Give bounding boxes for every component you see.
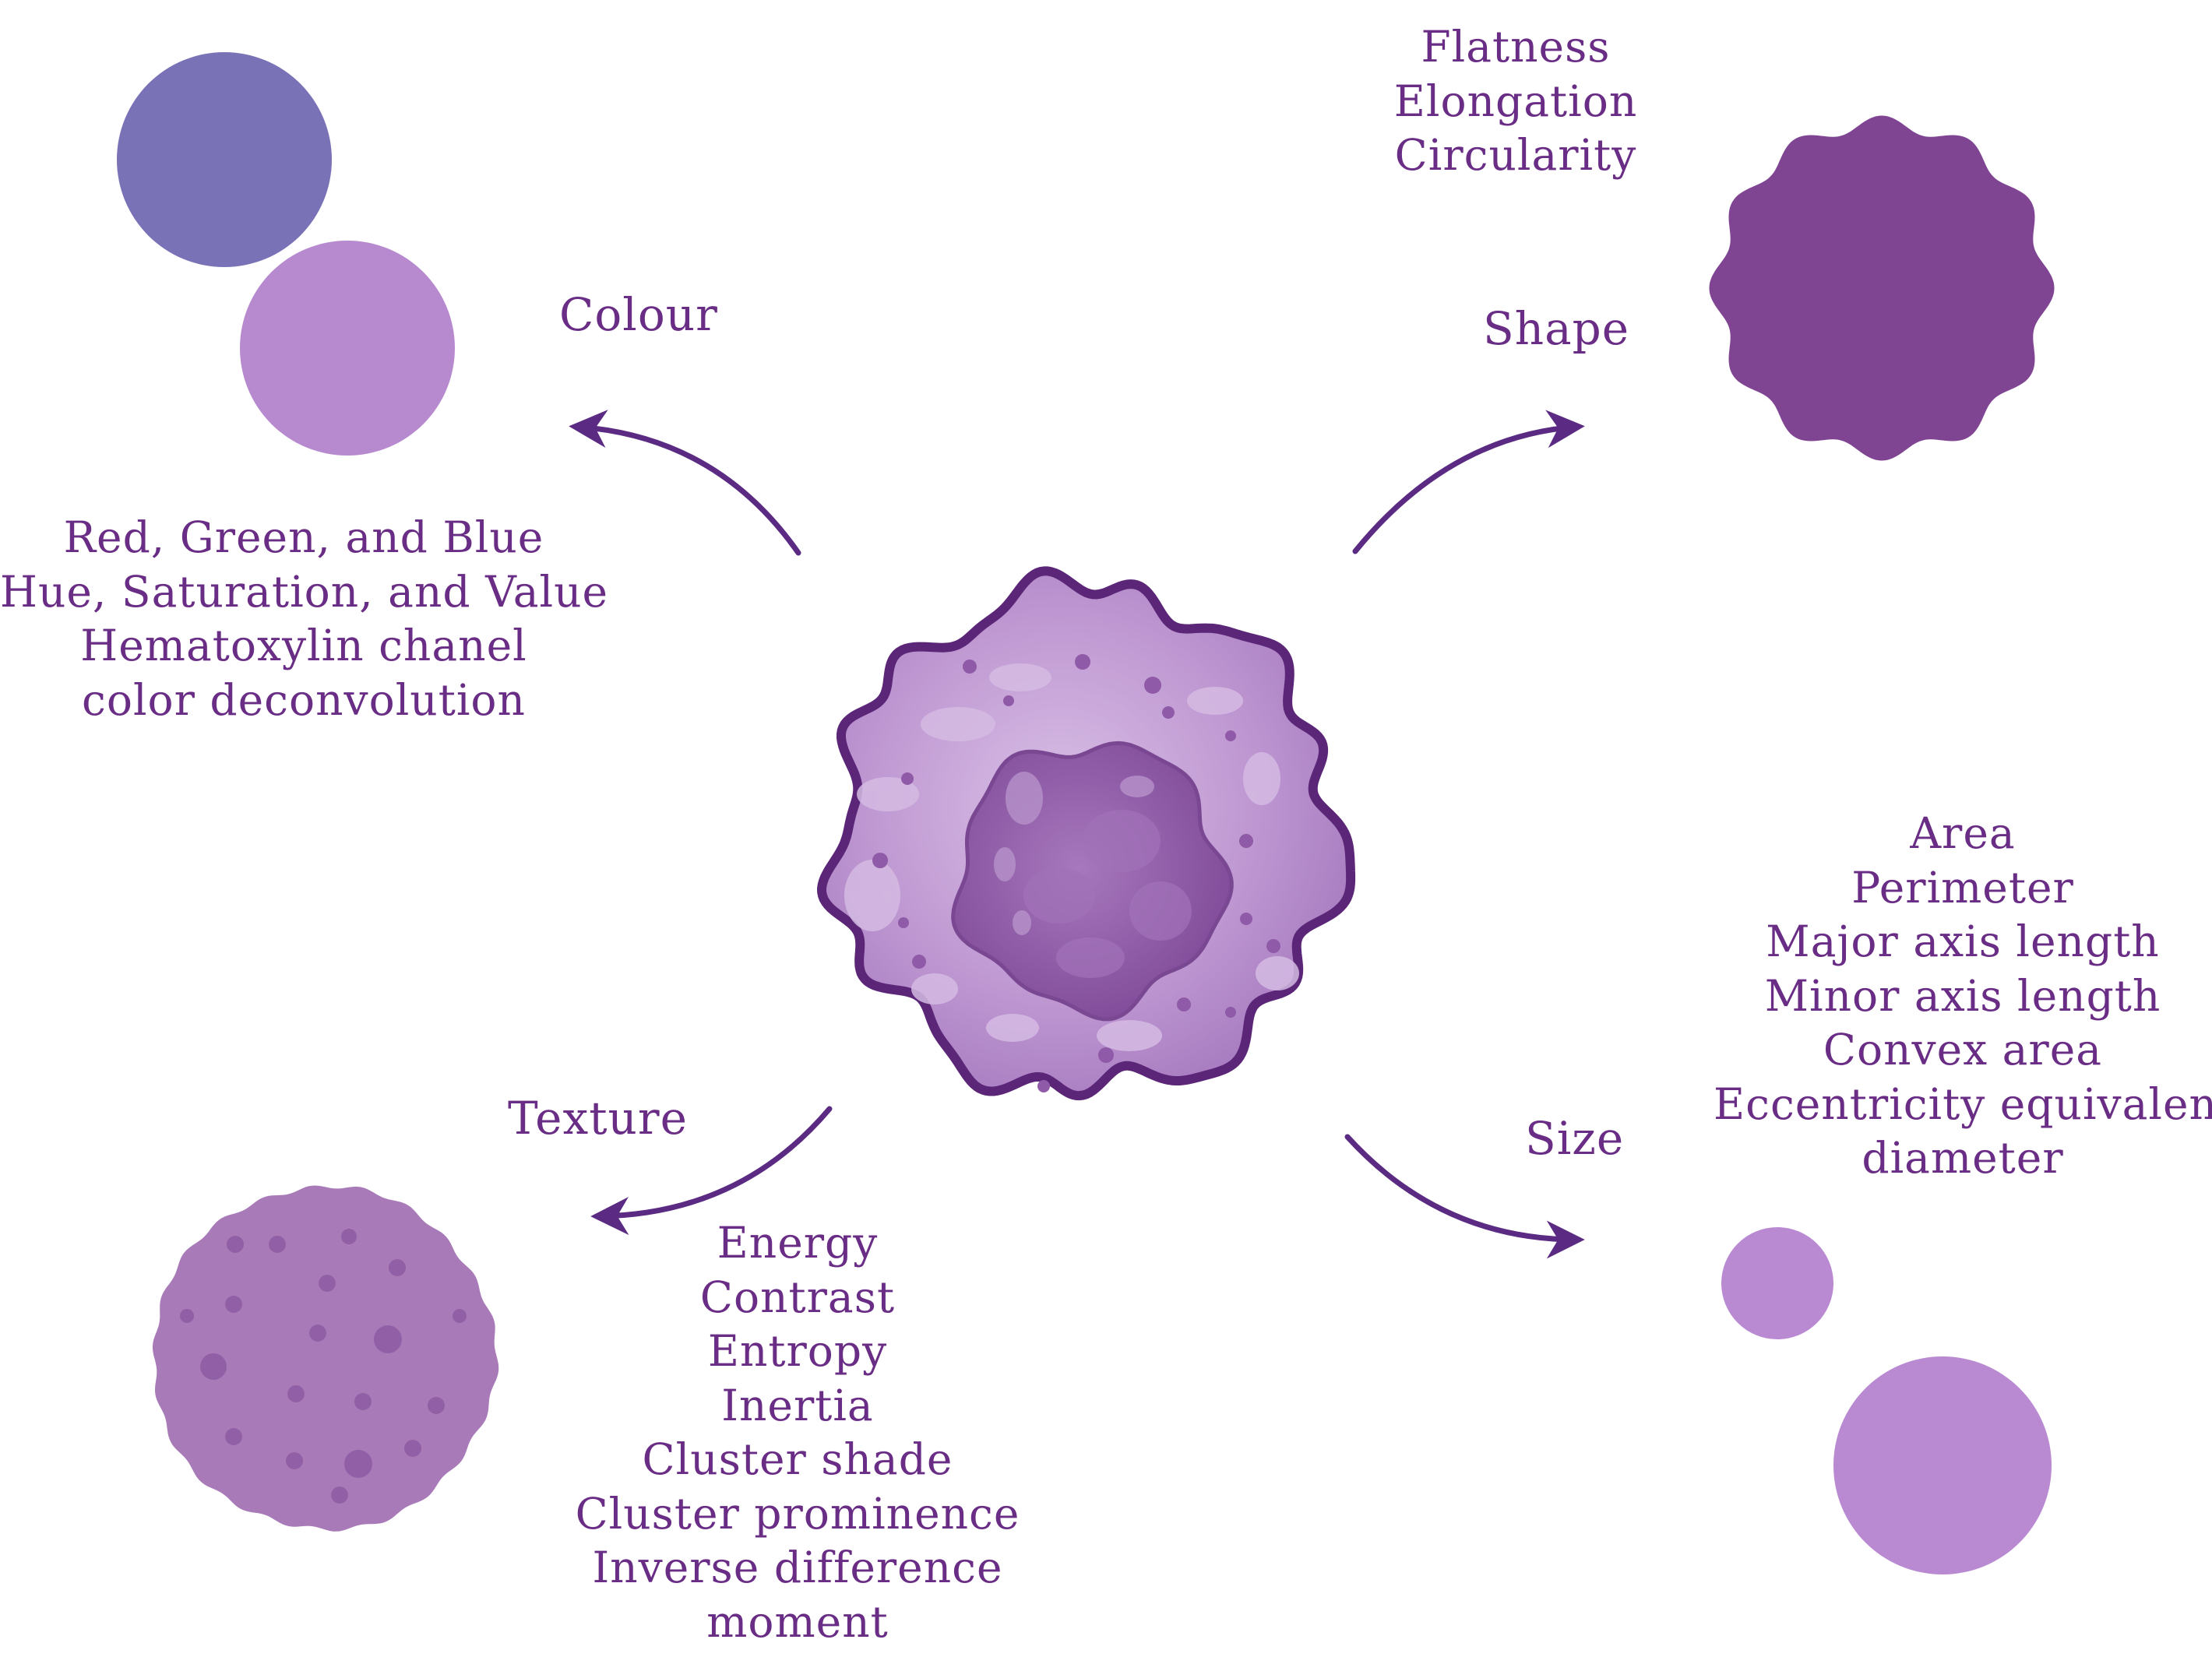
size-feature-item: diameter (1862, 1133, 2064, 1183)
arrow-to-size (1344, 1134, 1585, 1259)
shape-feature-list: Flatness Elongation Circularity (1360, 20, 1671, 183)
size-blob-small (1721, 1227, 1833, 1339)
arrow-to-texture (590, 1106, 833, 1236)
texture-feature-list: Energy Contrast Entropy Inertia Cluster … (564, 1216, 1031, 1649)
size-category-label: Size (1525, 1112, 1625, 1165)
size-feature-item: Major axis length (1766, 916, 2160, 966)
texture-example-blob (153, 1185, 499, 1532)
texture-category-label: Texture (508, 1092, 688, 1145)
size-feature-item: Perimeter (1851, 862, 2074, 913)
size-feature-item: Convex area (1823, 1025, 2103, 1075)
colour-blob-violet (240, 241, 455, 456)
central-cell-illustration (817, 566, 1356, 1101)
texture-feature-item: Entropy (707, 1326, 888, 1376)
colour-feature-item: color deconvolution (82, 674, 526, 725)
arrow-to-shape (1352, 410, 1585, 554)
texture-feature-item: Cluster shade (642, 1434, 953, 1484)
shape-feature-item: Flatness (1421, 22, 1611, 72)
arrow-to-colour (569, 410, 801, 556)
colour-blob-blue (117, 52, 332, 267)
size-blob-large (1833, 1356, 2052, 1574)
arrows (569, 410, 1585, 1259)
texture-feature-item: Inverse difference (592, 1543, 1003, 1592)
shape-feature-item: Elongation (1393, 76, 1638, 126)
colour-example-blobs (117, 52, 455, 456)
colour-feature-item: Hematoxylin chanel (80, 621, 527, 670)
size-feature-item: Minor axis length (1764, 970, 2161, 1021)
texture-feature-item: Cluster prominence (575, 1488, 1020, 1539)
colour-feature-list: Red, Green, and Blue Hue, Saturation, an… (0, 511, 608, 727)
colour-feature-item: Hue, Saturation, and Value (0, 566, 609, 617)
colour-category-label: Colour (559, 288, 718, 341)
shape-category-label: Shape (1483, 302, 1630, 355)
texture-feature-item: moment (706, 1596, 889, 1647)
shape-feature-item: Circularity (1394, 130, 1637, 180)
texture-feature-item: Energy (717, 1218, 879, 1268)
texture-feature-item: Inertia (721, 1380, 874, 1430)
colour-feature-item: Red, Green, and Blue (63, 512, 544, 562)
size-feature-list: Area Perimeter Major axis length Minor a… (1714, 807, 2212, 1186)
size-feature-item: Area (1910, 808, 2016, 858)
shape-example-blob (1709, 115, 2055, 461)
texture-feature-item: Contrast (699, 1272, 896, 1322)
size-feature-item: Eccentricity equivalent (1714, 1078, 2212, 1129)
size-example-blobs (1721, 1227, 2052, 1574)
